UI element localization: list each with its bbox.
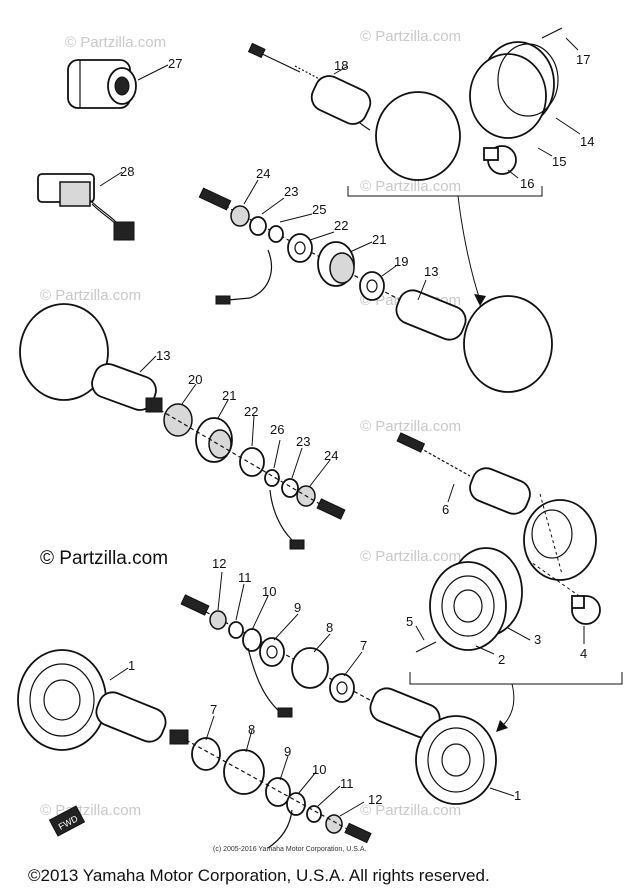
callout: 11 xyxy=(340,776,354,791)
watermark-strong: © Partzilla.com xyxy=(40,548,169,569)
callout: 2 xyxy=(498,652,505,667)
callout: 18 xyxy=(334,58,348,73)
flasher-assembly-left xyxy=(19,303,346,550)
callout: 14 xyxy=(580,134,594,149)
flasher-assembly-lower-left: FWD xyxy=(17,649,372,849)
flasher-assembly-upper xyxy=(247,27,563,306)
callout: 11 xyxy=(238,570,252,585)
callout: 20 xyxy=(188,372,202,387)
callout: 24 xyxy=(324,448,338,463)
watermark: © Partzilla.com xyxy=(360,28,462,45)
callout: 12 xyxy=(368,792,382,807)
callout: 1 xyxy=(514,788,521,803)
callout: 1 xyxy=(128,658,135,673)
callout: 26 xyxy=(270,422,284,437)
callout: 7 xyxy=(360,638,367,653)
callout: 16 xyxy=(520,176,534,191)
copyright-small: (c) 2005-2016 Yamaha Motor Corporation, … xyxy=(213,846,367,853)
callout: 28 xyxy=(120,164,134,179)
callout: 9 xyxy=(294,600,301,615)
flasher-assembly-right xyxy=(396,432,623,732)
copyright-main: ©2013 Yamaha Motor Corporation, U.S.A. A… xyxy=(28,866,490,885)
callout: 24 xyxy=(256,166,270,181)
watermark: © Partzilla.com xyxy=(65,34,167,51)
callout: 4 xyxy=(580,646,587,661)
callout: 23 xyxy=(296,434,310,449)
callout: 22 xyxy=(244,404,258,419)
callout: 8 xyxy=(326,620,333,635)
callout: 6 xyxy=(442,502,449,517)
watermark: © Partzilla.com xyxy=(360,548,462,565)
stem-assembly-upper xyxy=(198,187,553,393)
callout: 15 xyxy=(552,154,566,169)
callout: 21 xyxy=(222,388,236,403)
watermark: © Partzilla.com xyxy=(360,802,462,819)
callout: 27 xyxy=(168,56,182,71)
callout: 10 xyxy=(262,584,276,599)
callout: 13 xyxy=(424,264,438,279)
watermark: © Partzilla.com xyxy=(360,178,462,195)
callout: 12 xyxy=(212,556,226,571)
callout: 23 xyxy=(284,184,298,199)
callout-labels: 27 18 17 14 15 16 28 24 23 25 22 21 19 1… xyxy=(120,52,594,807)
callout: 19 xyxy=(394,254,408,269)
callout: 9 xyxy=(284,744,291,759)
callout: 22 xyxy=(334,218,348,233)
watermark: © Partzilla.com xyxy=(360,418,462,435)
callout: 25 xyxy=(312,202,326,217)
callout: 8 xyxy=(248,722,255,737)
callout: 13 xyxy=(156,348,170,363)
callout: 10 xyxy=(312,762,326,777)
relay-27 xyxy=(67,59,137,109)
watermark: © Partzilla.com xyxy=(40,287,142,304)
stem-assembly-lower xyxy=(180,594,497,805)
callout: 17 xyxy=(576,52,590,67)
callout: 3 xyxy=(534,632,541,647)
callout: 7 xyxy=(210,702,217,717)
connector-28 xyxy=(37,173,135,241)
callout: 5 xyxy=(406,614,413,629)
callout: 21 xyxy=(372,232,386,247)
